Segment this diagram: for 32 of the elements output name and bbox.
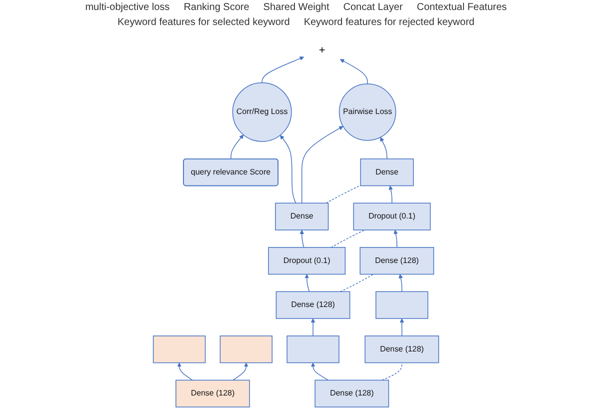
arrow	[340, 59, 368, 84]
arrow	[394, 230, 398, 248]
layer-caption: Keyword features for selected keyword	[118, 17, 290, 28]
arrow	[300, 230, 304, 248]
connector	[330, 230, 365, 248]
node-text: +	[318, 43, 326, 56]
arrow	[301, 126, 344, 204]
arrow	[304, 274, 310, 292]
layer-caption: multi-objective loss	[85, 2, 170, 13]
arrow	[232, 362, 248, 381]
arrow	[388, 186, 393, 204]
layer-caption: Ranking Score	[184, 2, 250, 13]
arrow	[380, 137, 388, 160]
node-box	[376, 291, 428, 319]
layer-caption: Concat Layer	[343, 2, 403, 13]
node-box	[286, 336, 340, 364]
arrow	[262, 56, 304, 84]
arrow	[398, 274, 403, 292]
arrow	[310, 362, 329, 381]
layer-caption: Shared Weight	[263, 2, 330, 13]
arrow	[280, 135, 296, 204]
connector	[340, 274, 374, 292]
connector	[326, 184, 361, 204]
layer-caption: Contextual Features	[416, 2, 507, 13]
node-box	[220, 336, 272, 364]
arrow	[230, 134, 244, 160]
layer-caption: Keyword features for rejected keyword	[304, 17, 474, 28]
connector	[382, 362, 402, 381]
arrow	[310, 318, 316, 336]
node-box	[152, 336, 206, 364]
arrow	[400, 318, 404, 336]
arrow	[177, 362, 193, 381]
